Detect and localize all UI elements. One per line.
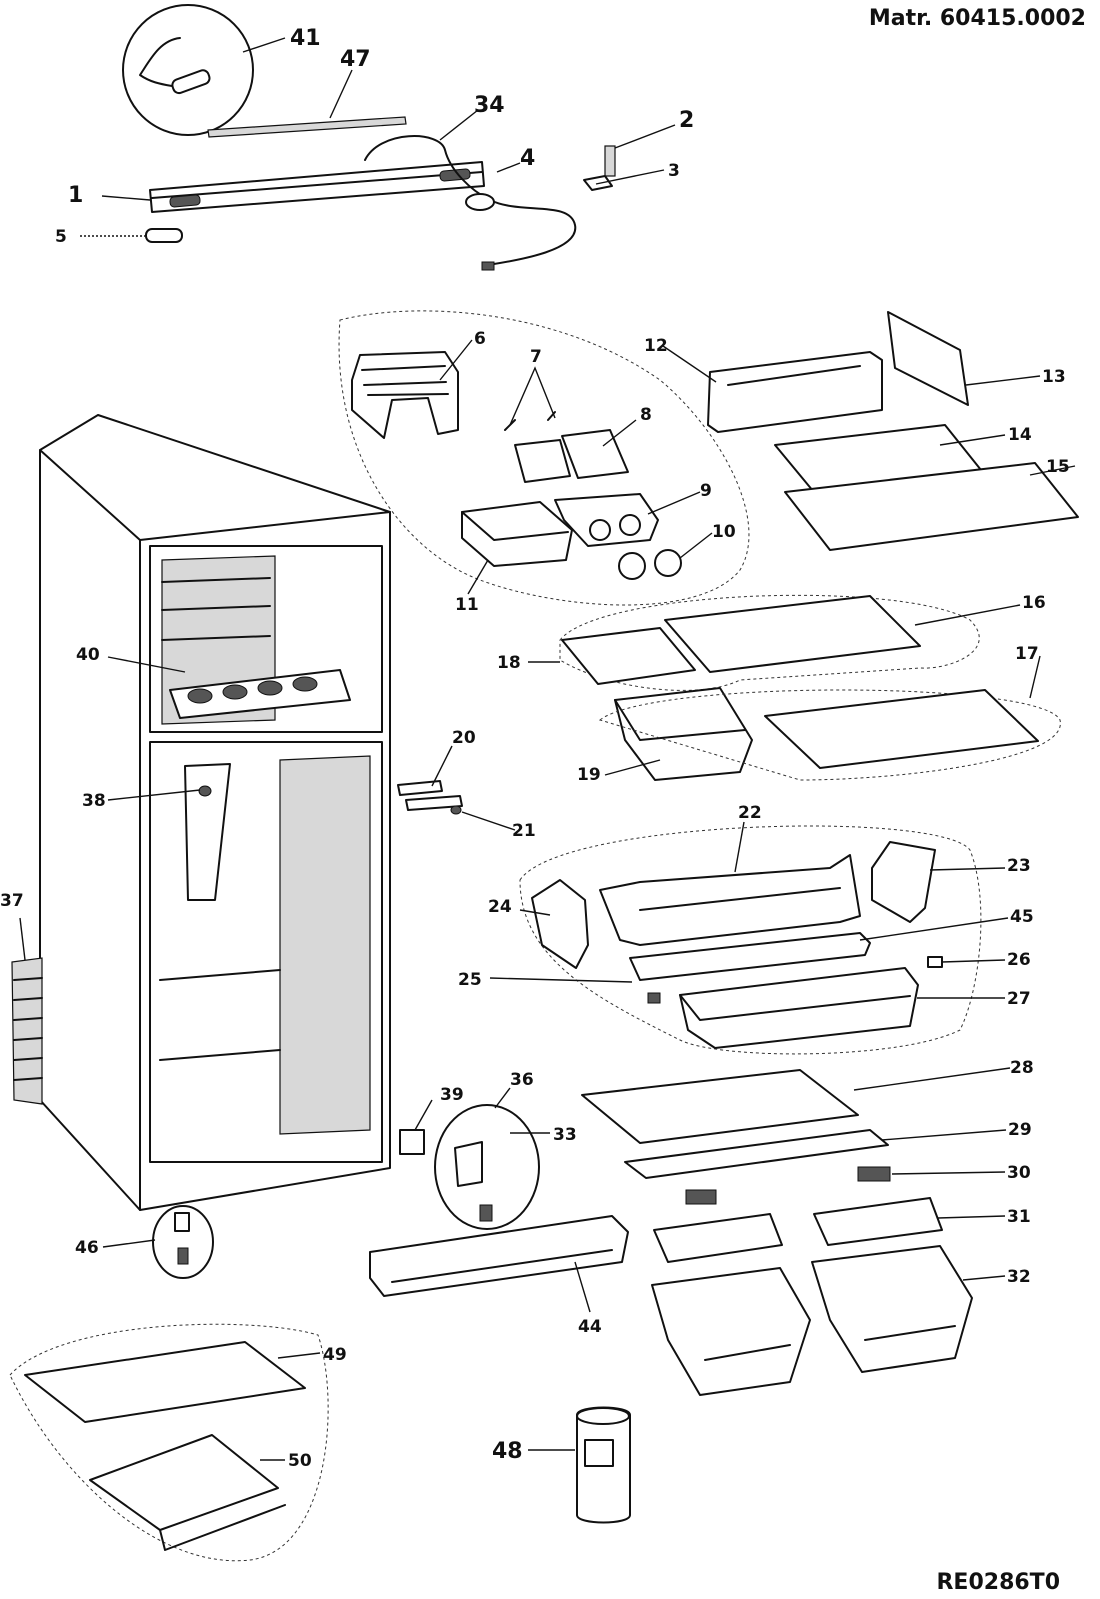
side-bracket-24 — [531, 879, 589, 969]
leader-lines — [19, 37, 1076, 1461]
door-shelf-22 — [599, 854, 861, 946]
shelf-trim-29 — [624, 1129, 889, 1179]
shelf-17-group — [598, 689, 1061, 781]
refrigerator-cabinet — [39, 414, 391, 1211]
material-number: Matr. 60415.0002 — [868, 6, 1086, 31]
part-label-36: 36 — [510, 1070, 534, 1090]
part-label-48: 48 — [492, 1439, 523, 1464]
part-label-49: 49 — [323, 1345, 347, 1365]
part-label-11: 11 — [455, 595, 479, 615]
shelf-15 — [784, 462, 1079, 551]
wire-shelf-50 — [89, 1434, 286, 1551]
part-label-40: 40 — [76, 645, 100, 665]
part-label-8: 8 — [640, 405, 652, 425]
part-label-12: 12 — [644, 336, 668, 356]
part-label-37: 37 — [0, 891, 24, 911]
inset-46 — [152, 1205, 214, 1279]
ice-bucket-11 — [461, 501, 573, 567]
lamp-cover-5 — [80, 228, 183, 243]
part-label-45: 45 — [1010, 907, 1034, 927]
drawer-32-left — [651, 1267, 811, 1396]
part-label-50: 50 — [288, 1451, 312, 1471]
part-label-41: 41 — [290, 26, 321, 51]
fixing-kit-36 — [434, 1104, 540, 1230]
part-label-1: 1 — [68, 183, 83, 208]
drawer-32-right — [811, 1245, 973, 1373]
part-label-18: 18 — [497, 653, 521, 673]
part-label-9: 9 — [700, 481, 712, 501]
part-label-46: 46 — [75, 1238, 99, 1258]
glass-shelf-28 — [581, 1069, 859, 1144]
door-shelf-group — [519, 825, 982, 1055]
part-label-4: 4 — [520, 146, 535, 171]
container-48 — [576, 1406, 631, 1524]
condenser-37 — [11, 957, 43, 1105]
part-label-15: 15 — [1046, 457, 1070, 477]
part-label-27: 27 — [1007, 989, 1031, 1009]
part-label-19: 19 — [577, 765, 601, 785]
part-label-20: 20 — [452, 728, 476, 748]
part-label-39: 39 — [440, 1085, 464, 1105]
drawing-reference: RE0286T0 — [936, 1570, 1060, 1595]
part-label-38: 38 — [82, 791, 106, 811]
cover-30-31 — [653, 1166, 943, 1263]
evaporator-cover-6 — [351, 351, 459, 439]
crisper-cover-18 — [561, 627, 696, 685]
part-label-28: 28 — [1010, 1058, 1034, 1078]
cover-plate-13 — [887, 311, 969, 406]
part-label-44: 44 — [578, 1317, 602, 1337]
part-label-5: 5 — [55, 227, 67, 247]
hinge-20-21 — [397, 780, 463, 815]
air-duct-12 — [707, 351, 883, 433]
switch-39 — [399, 1129, 425, 1155]
part-label-32: 32 — [1007, 1267, 1031, 1287]
part-label-7: 7 — [530, 347, 542, 367]
part-label-47: 47 — [340, 47, 371, 72]
control-panel-1 — [149, 161, 485, 213]
part-label-22: 22 — [738, 803, 762, 823]
side-bracket-23 — [871, 841, 936, 923]
ice-maker-9-10 — [554, 493, 682, 580]
part-label-25: 25 — [458, 970, 482, 990]
part-label-6: 6 — [474, 329, 486, 349]
part-label-29: 29 — [1008, 1120, 1032, 1140]
part-labels: 41 47 34 2 4 3 1 5 6 7 8 9 10 11 12 13 1… — [0, 26, 1070, 1471]
foot-cover-44 — [369, 1215, 629, 1297]
shelf-17 — [764, 689, 1039, 769]
freezer-accessories-group — [338, 310, 750, 606]
part-label-3: 3 — [668, 161, 680, 181]
ice-trays-7-8 — [504, 411, 629, 483]
part-label-14: 14 — [1008, 425, 1032, 445]
inset-circle-41 — [122, 4, 254, 136]
balcony-27 — [647, 956, 943, 1049]
crisper-drawer-19 — [614, 687, 753, 781]
part-label-30: 30 — [1007, 1163, 1031, 1183]
wiring-34 — [364, 135, 577, 271]
part-label-13: 13 — [1042, 367, 1066, 387]
shelf-bar-45 — [629, 932, 871, 981]
fan-assembly-40 — [169, 669, 351, 719]
part-label-2: 2 — [679, 108, 694, 133]
part-label-33: 33 — [553, 1125, 577, 1145]
shelf-49-group — [9, 1323, 329, 1562]
part-label-24: 24 — [488, 897, 512, 917]
part-label-26: 26 — [1007, 950, 1031, 970]
part-label-10: 10 — [712, 522, 736, 542]
crisper-group — [559, 594, 980, 691]
door-seal-strip-47 — [207, 116, 407, 138]
part-label-31: 31 — [1007, 1207, 1031, 1227]
part-label-16: 16 — [1022, 593, 1046, 613]
part-label-23: 23 — [1007, 856, 1031, 876]
shelf-16 — [664, 595, 921, 673]
part-label-34: 34 — [474, 93, 505, 118]
part-label-21: 21 — [512, 821, 536, 841]
part-label-17: 17 — [1015, 644, 1039, 664]
